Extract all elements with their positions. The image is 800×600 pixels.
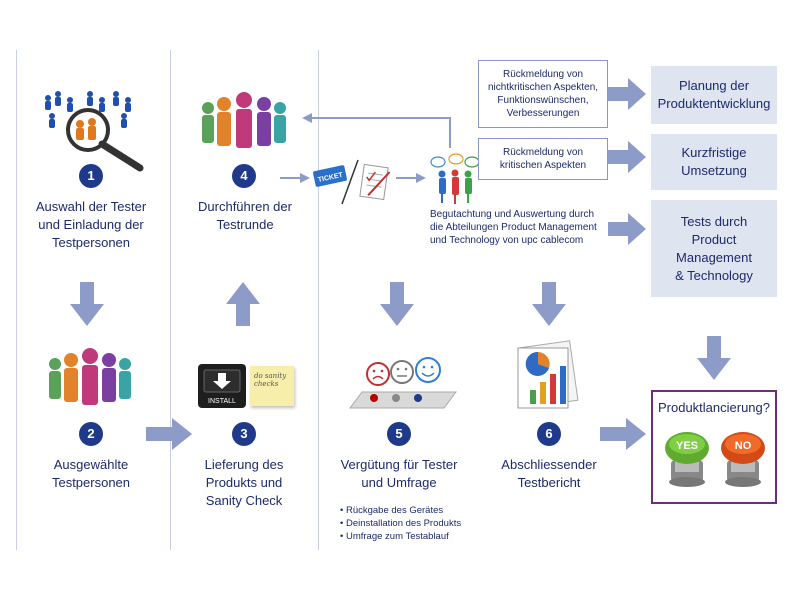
- yes-button-icon: YES: [665, 432, 709, 487]
- step-number-4: 4: [232, 164, 256, 188]
- step-number-5: 5: [387, 422, 411, 446]
- step-label-2: Ausgewählte Testpersonen: [51, 457, 131, 490]
- bullet-item-1: Rückgabe des Gerätes: [340, 504, 490, 517]
- tests-box: Tests durch Product Management & Technol…: [651, 200, 777, 297]
- product-launch-box: Produktlancierung? YES NO: [651, 390, 777, 504]
- arrow-down-launch: [697, 336, 731, 380]
- feedback-box-noncritical: Rückmeldung von nichtkritischen Aspekten…: [478, 60, 608, 128]
- test-round-icon: [202, 92, 286, 148]
- tester-selection-icon: [45, 91, 144, 172]
- arrow-loop-to-step-4: [302, 113, 451, 148]
- install-icon: INSTALL: [198, 364, 246, 408]
- arrow-down-6: [532, 282, 566, 326]
- arrow-right-planning: [608, 78, 646, 110]
- bullet-item-2: Deinstallation des Produkts: [340, 517, 490, 530]
- feedback-box-critical: Rückmeldung von kritischen Aspekten: [478, 138, 608, 180]
- review-text: Begutachtung und Auswertung durch die Ab…: [430, 209, 597, 246]
- arrow-up-3-4: [226, 282, 260, 326]
- step-label-5: Vergütung für Tester und Umfrage: [340, 457, 458, 490]
- step-number-6: 6: [537, 422, 561, 446]
- separator-line-1: [170, 50, 171, 550]
- bullet-item-3: Umfrage zum Testablauf: [340, 530, 490, 543]
- ticket-checklist-icon: TICKET: [313, 159, 391, 205]
- separator-line-3: [16, 50, 17, 550]
- short-term-box: Kurzfristige Umsetzung: [651, 134, 777, 190]
- arrow-ticket-to-review: [396, 173, 426, 183]
- yes-label: YES: [676, 440, 698, 452]
- step-number-2: 2: [79, 422, 103, 446]
- survey-rating-icon: [349, 357, 457, 409]
- sticky-note-text: do sanity checks: [254, 372, 287, 388]
- arrow-right-6-launch: [600, 418, 646, 450]
- no-button-icon: NO: [721, 432, 765, 487]
- install-label: INSTALL: [208, 398, 236, 405]
- arrow-right-short-term: [608, 141, 646, 173]
- sanity-sticky-note: do sanity checks: [250, 366, 294, 406]
- planning-box: Planung der Produktentwicklung: [651, 66, 777, 124]
- step-number-1: 1: [79, 164, 103, 188]
- arrow-down-1: [70, 282, 104, 326]
- product-launch-title: Produktlancierung?: [657, 400, 771, 415]
- report-chart-icon: [517, 340, 579, 409]
- arrow-right-2-3: [146, 418, 192, 450]
- arrow-down-5: [380, 282, 414, 326]
- step-label-6: Abschliessender Testbericht: [501, 457, 597, 490]
- separator-line-2: [318, 50, 319, 550]
- review-team-icon: [430, 153, 480, 204]
- no-label: NO: [735, 440, 752, 452]
- arrow-4-to-ticket: [280, 173, 310, 183]
- selected-testers-icon: [49, 348, 131, 405]
- step-label-1: Auswahl der Tester und Einladung der Tes…: [35, 199, 147, 250]
- step-5-bullet-list: Rückgabe des Gerätes Deinstallation des …: [340, 504, 490, 543]
- step-label-3: Lieferung des Produkts und Sanity Check: [204, 457, 284, 508]
- step-label-4: Durchführen der Testrunde: [198, 199, 292, 232]
- arrow-right-tests: [608, 213, 646, 245]
- step-number-3: 3: [232, 422, 256, 446]
